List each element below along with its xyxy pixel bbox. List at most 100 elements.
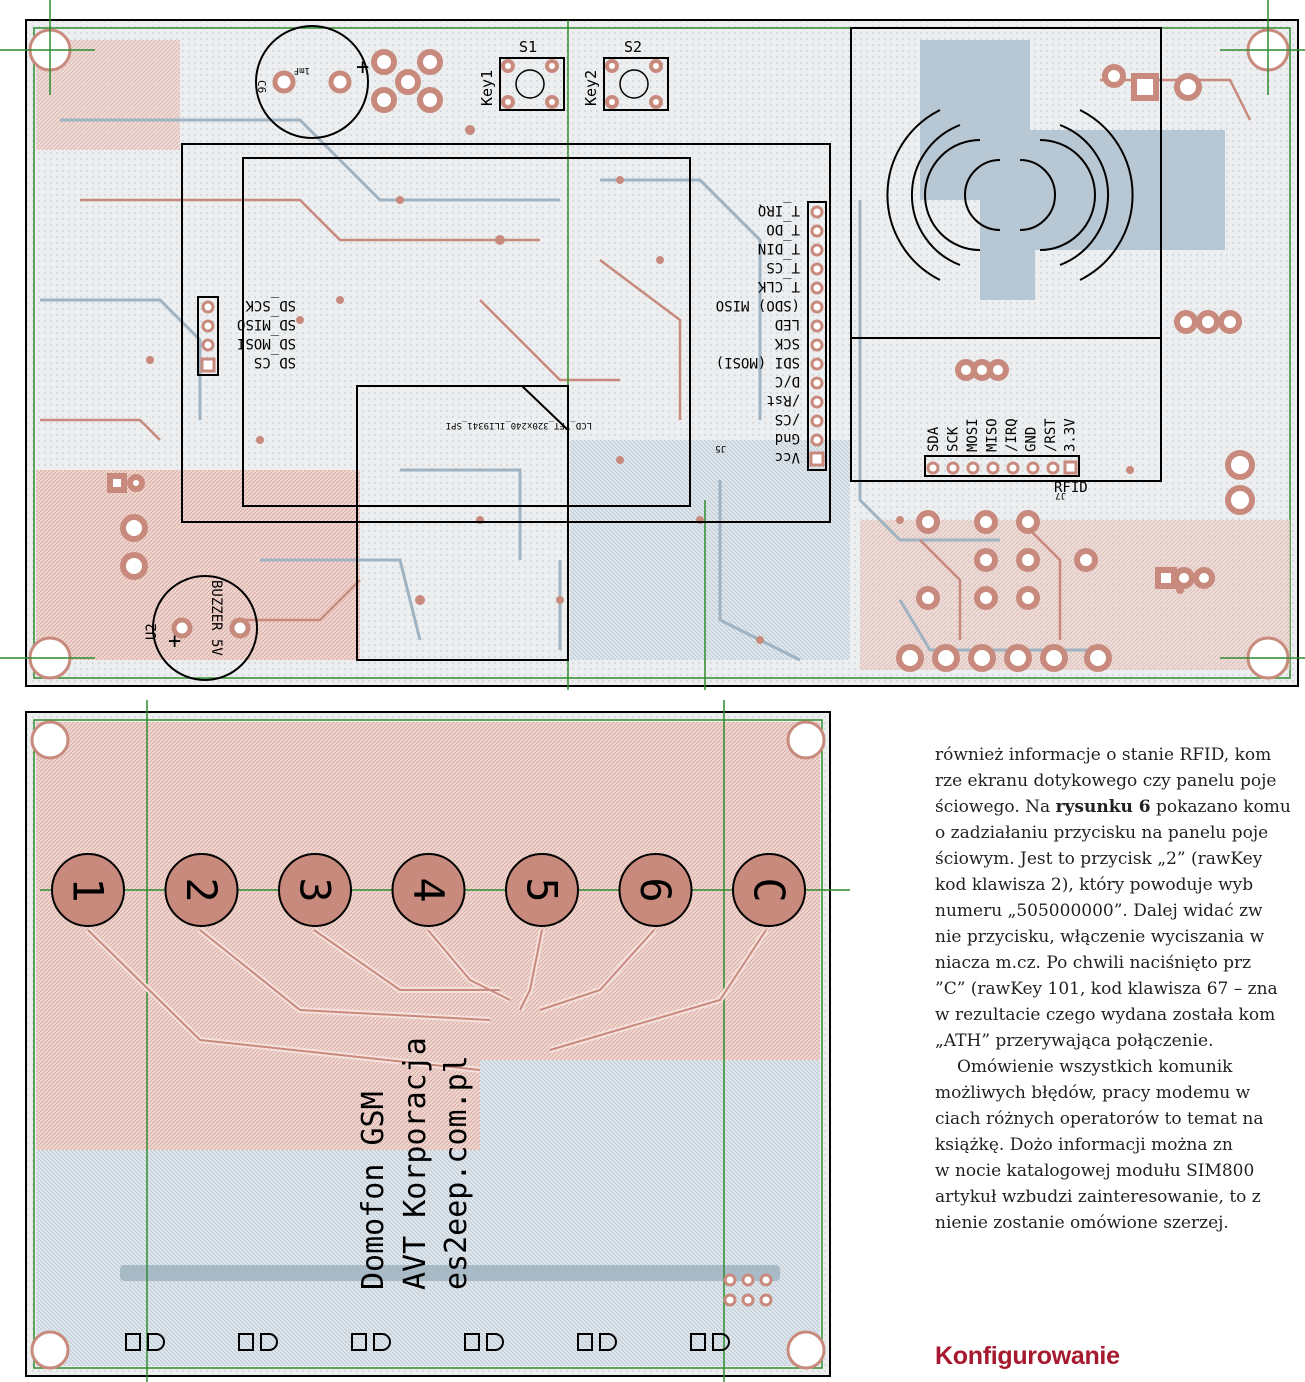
article-line: artykuł wzbudzi zainteresowanie, to z (935, 1187, 1261, 1207)
lcd-pin-pad (810, 262, 824, 276)
led-footprint (464, 1333, 504, 1351)
lcd-pin-label: SDI (MOSI) (716, 354, 800, 370)
keypad-key-label: 2 (177, 877, 226, 902)
article-line: o zadziałaniu przycisku na panelu poje (935, 823, 1269, 843)
lcd-pin-pad (809, 451, 825, 467)
rfid-pin-label: MISO (985, 418, 1001, 452)
rfid-pin-label: GND (1024, 427, 1040, 452)
article-line: ciach różnych operatorów to temat na (935, 1109, 1264, 1129)
lcd-pin-label: T_IRQ (758, 202, 800, 218)
article-line: nie przycisku, włączenie wyciszania w (935, 927, 1265, 947)
keypad-key-label: 4 (404, 877, 453, 902)
lcd-pin-label: LED (775, 316, 800, 332)
buzzer-u2: + BUZZER 5V U2 (144, 575, 258, 681)
lcd-pin-label: T_DO (766, 221, 800, 237)
lcd-pin-header (807, 201, 827, 471)
lcd-pin-pad (810, 300, 824, 314)
lcd-pin-label: /Rst (766, 392, 800, 408)
article-line: rze ekranu dotykowego czy panelu poje (935, 771, 1277, 791)
article-line: książkę. Dożo informacji można zn (935, 1135, 1233, 1155)
lcd-pin-pad (810, 338, 824, 352)
figure-reference: rysunku 6 (1055, 797, 1151, 817)
lcd-pin-label: T_CS (766, 259, 800, 275)
rfid-pin-label: /IRQ (1004, 418, 1020, 452)
article-line: ”C” (rawKey 101, kod klawisza 67 – zna (935, 979, 1278, 999)
top-pcb-board: + C6 1mF S1 Key1 S2 Key2 (0, 0, 1305, 690)
keypad-pad (164, 853, 239, 927)
led-footprint (125, 1333, 165, 1351)
board-website-text: es2eep.com.pl (439, 1055, 474, 1290)
key2-label: Key2 (582, 70, 600, 106)
keypad-key-label: 1 (64, 877, 113, 902)
article-line: kod klawisza 2), który powoduje wyb (935, 875, 1254, 895)
article-line: „ATH” przerywająca połączenie. (935, 1031, 1214, 1051)
led-footprint (577, 1333, 617, 1351)
c6-label: C6 (255, 80, 268, 93)
sd-pin-label: SD_CS (254, 354, 296, 370)
article-line: w rezultacie czego wydana została kom (935, 1005, 1276, 1025)
key1-label: Key1 (478, 70, 496, 106)
plus-sign: + (356, 55, 369, 80)
article-text-column: również informacje o stanie RFID, kom rz… (935, 742, 1305, 1236)
sd-pin-label: SD_MOSI (237, 335, 296, 351)
keypad-pad (278, 853, 352, 927)
lcd-pin-label: SCK (774, 335, 800, 351)
lcd-pin-pad (810, 433, 824, 447)
article-line: niacza m.cz. Po chwili naciśnięto prz (935, 953, 1252, 973)
lcd-pin-pad (810, 224, 824, 238)
led-footprint (690, 1333, 730, 1351)
lcd-pin-pad (810, 357, 824, 371)
lcd-pin-pad (810, 414, 824, 428)
lcd-pin-label: Gnd (775, 430, 800, 446)
lcd-pin-pad (810, 205, 824, 219)
keypad-pad (732, 853, 806, 927)
board-company-text: AVT Korporacja (398, 1037, 433, 1290)
board-title-text: Domofon GSM (356, 1091, 391, 1290)
connector-pads (896, 510, 1112, 672)
sd-pin-label: SD_MISO (237, 316, 296, 332)
switch-s2: S2 Key2 (582, 38, 669, 111)
rfid-label: RFID (1054, 480, 1088, 496)
s1-label: S1 (519, 38, 537, 56)
lcd-pin-label: D/C (775, 373, 800, 389)
article-line: również informacje o stanie RFID, kom (935, 745, 1272, 765)
rfid-pin-label: MOSI (965, 418, 981, 452)
keypad-key-label: C (745, 877, 794, 902)
article-line: nienie zostanie omówione szerzej. (935, 1213, 1229, 1233)
led-footprint (238, 1333, 278, 1351)
switch-s1: S1 Key1 (478, 38, 565, 111)
article-line: Omówienie wszystkich komunik (957, 1057, 1233, 1077)
keypad-pad (618, 853, 693, 927)
lcd-pin-label: Vcc (775, 449, 800, 465)
sd-pin-header (197, 296, 219, 376)
section-heading: Konfigurowanie (935, 1342, 1120, 1370)
rfid-pin-label: /RST (1043, 418, 1059, 452)
lcd-pin-pad (810, 281, 824, 295)
lcd-module-outline (181, 143, 831, 661)
lcd-label: LCD_TFT_320x240_ILI9341_SPI (446, 420, 592, 430)
article-line-part: ściowego. Na (935, 797, 1056, 817)
buzzer-plus-sign: + (168, 629, 181, 654)
lcd-pin-label: /CS (775, 411, 800, 427)
article-line-part: pokazano komu (1150, 797, 1291, 817)
keypad-pad (51, 853, 125, 927)
j7-label: J7 (1055, 490, 1066, 500)
u2-label: U2 (144, 623, 160, 640)
keypad-key-label: 3 (291, 877, 340, 902)
article-line: ściowym. Jest to przycisk „2” (rawKey (935, 849, 1263, 869)
led-footprint (351, 1333, 391, 1351)
keypad-pad (391, 853, 466, 927)
rfid-pin-label: 3.3V (1063, 418, 1079, 452)
lcd-pin-pad (810, 395, 824, 409)
article-line: numeru „505000000”. Dalej widać zw (935, 901, 1263, 921)
article-line: możliwych błędów, pracy modemu w (935, 1083, 1251, 1103)
lcd-pin-label: T_CLK (757, 278, 800, 294)
rfid-antenna-icon (886, 109, 1134, 281)
j5-label: J5 (715, 443, 726, 453)
s2-label: S2 (624, 38, 642, 56)
capacitor-c6: + C6 1mF (255, 25, 369, 139)
buzzer-label: BUZZER 5V (208, 580, 224, 656)
cap-value-label: 1mF (294, 65, 310, 75)
rfid-module-outline (850, 27, 1162, 482)
